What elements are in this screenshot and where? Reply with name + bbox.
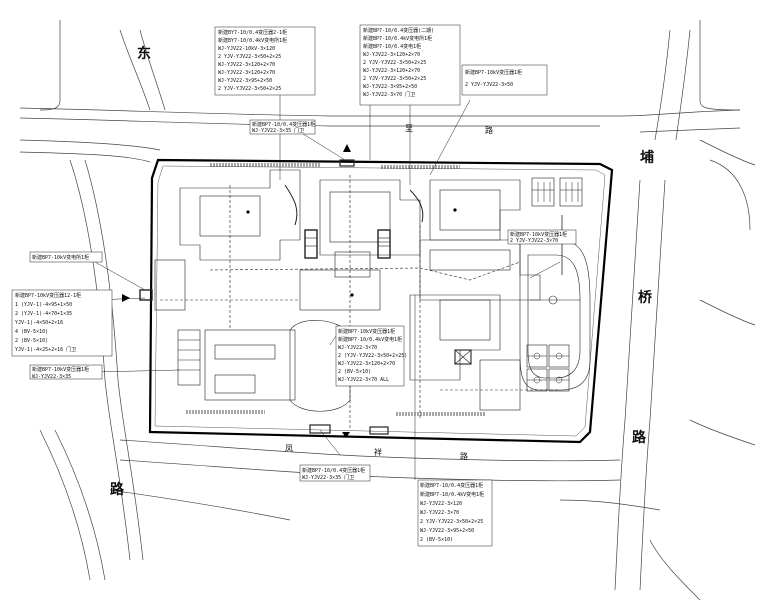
callout-top-left-line-3: 2 YJV-YJV22-3×50+2×25 — [218, 54, 281, 60]
road-char-south-feng: 凤 — [285, 444, 293, 453]
callout-top-left-line-6: WJ-YJV22-3×95+2×50 — [218, 78, 272, 84]
callout-top-mid-line-5: WJ-YJV22-3×120+2×70 — [363, 68, 420, 74]
road-char-north-zhi: 至 — [405, 124, 413, 133]
callout-top-mid-line-6: 2 YJV-YJV22-3×50+2×25 — [363, 76, 426, 82]
callout-top-right-line-1: 2 YJV-YJV22-3×50 — [465, 82, 513, 88]
callout-center-line-5: 2 (BV-5×10) — [338, 369, 371, 375]
callout-top-mid-line-7: WJ-YJV22-3×95+2×50 — [363, 84, 417, 90]
callout-top-left-line-7: 2 YJV-YJV22-3×50+2×25 — [218, 86, 281, 92]
road-char-bridge-mid: 桥 — [638, 289, 653, 306]
callout-top-mid-line-0: 新建BP7-10/0.4变压器(二期) — [363, 27, 434, 34]
road-char-bridge-low: 路 — [632, 429, 647, 446]
callout-center-line-0: 新建BP7-10kV变压器1柜 — [338, 328, 395, 335]
callout-bottom-right-line-2: WJ-YJV22-3×120 — [420, 501, 462, 507]
road-char-south-xiang: 祥 — [374, 447, 382, 457]
callout-left-b-line-3: YJV-1)-4×50+2×16 — [15, 320, 63, 326]
callout-top-right-line-0: 新建BP7-10kV变压器1柜 — [465, 69, 522, 76]
callout-top-mid-line-4: 2 YJV-YJV22-3×50+2×25 — [363, 60, 426, 66]
callout-top-left-line-2: WJ-YJV22-10kV-3×120 — [218, 46, 275, 52]
callout-left-b-line-6: YJV-1)-4×25+2×16 门卫 — [15, 346, 76, 353]
callout-bottom-mid-line-1: WJ-YJV22-3×35 门卫 — [302, 474, 354, 481]
callout-top-left-line-1: 新建BY7-10/0.4kV变电所1柜 — [218, 37, 287, 44]
callout-center-line-1: 新建BP7-10/0.4kV变电1柜 — [338, 336, 402, 343]
road-char-north-lu: 路 — [485, 125, 493, 135]
callout-center-line-3: 2 (YJV-YJV22-3×50+2×25) — [338, 353, 407, 359]
road-char-lu-left: 路 — [110, 481, 125, 498]
callout-text: 新建BY7-10/0.4变压器2-1柜 新建BY7-10/0.4kV变电所1柜 … — [15, 27, 567, 543]
callout-center-line-6: WJ-YJV22-3×70 ALL — [338, 377, 389, 383]
callout-north-small-line-1: WJ-YJV22-3×35 门卫 — [252, 127, 304, 134]
callout-bottom-right-line-4: 2 YJV-YJV22-3×50+2×25 — [420, 519, 483, 525]
callout-left-c-line-1: WJ-YJV22-3×35 — [32, 374, 71, 380]
callout-top-mid-line-3: WJ-YJV22-3×120+2×70 — [363, 52, 420, 58]
parking-strips — [185, 163, 564, 416]
callout-top-mid-line-8: WJ-YJV22-3×70 门卫 — [363, 91, 415, 98]
callout-left-b-line-4: 4 (BV-5×10) — [15, 329, 48, 335]
callout-right-line-1: 2 YJV-YJV22-3×70 — [510, 238, 558, 244]
entrance-markers — [122, 144, 457, 438]
callout-top-left-line-0: 新建BY7-10/0.4变压器2-1柜 — [218, 29, 287, 36]
callout-center-line-2: WJ-YJV22-3×70 — [338, 345, 377, 351]
callout-bottom-right-line-5: WJ-YJV22-3×95+2×50 — [420, 528, 474, 534]
streets — [19, 20, 756, 601]
callout-left-b-line-2: 2 (YJV-1)-4×70+1×35 — [15, 311, 72, 317]
road-char-south-lu: 路 — [460, 451, 468, 461]
callout-left-b-line-1: 1 (YJV-1)-4×95+1×50 — [15, 302, 72, 308]
callout-top-left-line-5: WJ-YJV22-3×120+2×70 — [218, 70, 275, 76]
road-labels: 东 路 埔 桥 路 凤 至 路 凤 祥 路 — [110, 45, 654, 498]
callout-bottom-right-line-6: 2 (BV-5×10) — [420, 537, 453, 543]
callout-north-small-line-0: 新建BP7-10/0.4变压器1柜 — [252, 121, 315, 128]
callout-left-a-line-0: 新建BP7-10kV变电所1柜 — [32, 254, 89, 261]
callout-top-mid-line-2: 新建BP7-10/0.4变电1柜 — [363, 43, 421, 50]
callout-left-b-line-5: 2 (BV-5×10) — [15, 338, 48, 344]
callout-left-c-line-0: 新建BP7-10kV变压器1柜 — [32, 366, 89, 373]
road-char-east: 东 — [137, 45, 151, 62]
callout-center-line-4: WJ-YJV22-3×120+2×70 — [338, 361, 395, 367]
callout-bottom-right-line-3: WJ-YJV22-3×70 — [420, 510, 459, 516]
callout-top-mid-line-1: 新建BP7-10/0.4kV变电所1柜 — [363, 35, 432, 42]
road-char-bridge-top: 埔 — [640, 149, 654, 166]
callout-top-left-line-4: WJ-YJV22-3×120+2×70 — [218, 62, 275, 68]
callout-bottom-right-line-1: 新建BP7-10/0.4kV变电1柜 — [420, 491, 484, 498]
buildings — [139, 159, 591, 435]
callout-right-line-0: 新建BP7-10kV变压器1柜 — [510, 231, 567, 238]
callout-boxes — [11, 24, 577, 547]
callout-bottom-mid-line-0: 新建BP7-10/0.4变压器1柜 — [302, 467, 365, 474]
callout-left-b-line-0: 新建BP7-10kV变压器12-1柜 — [15, 292, 81, 299]
callout-bottom-right-line-0: 新建BP7-10/0.4变压器1柜 — [420, 482, 483, 489]
